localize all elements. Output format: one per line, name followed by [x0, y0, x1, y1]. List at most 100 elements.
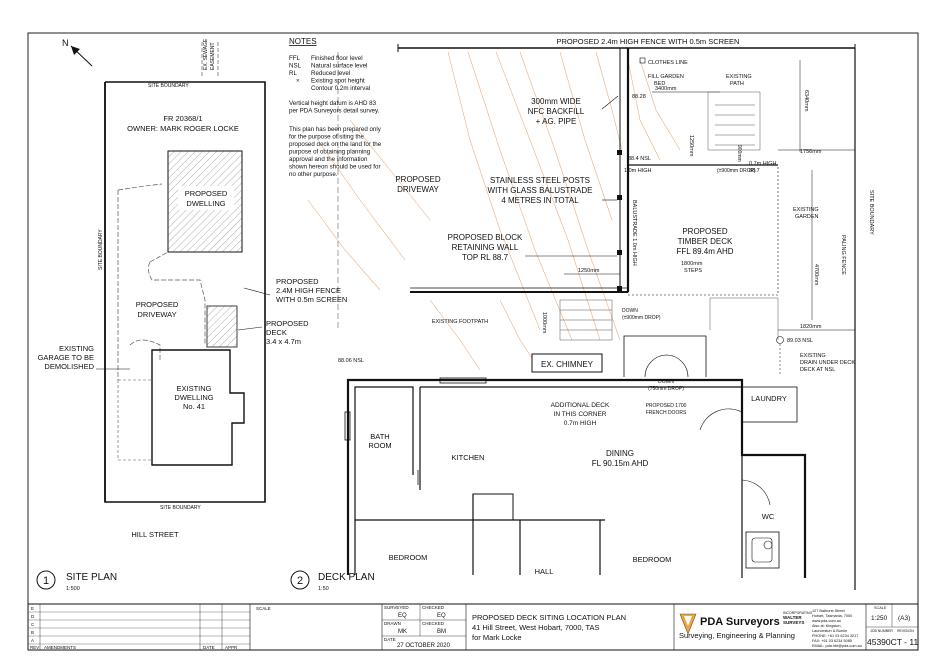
drawing-title: PROPOSED DECK SITING LOCATION PLAN — [472, 613, 626, 622]
contact-line: FAX: +61 03 6234 5085 — [812, 639, 852, 643]
fill-garden-label: BED — [654, 81, 665, 87]
checked2-label: CHECKED — [422, 621, 445, 626]
address-line: Hobart, Tasmania, 7000 — [812, 614, 852, 618]
nsl-8806: 88.06 NSL — [338, 358, 364, 364]
door-swing-icon — [699, 408, 743, 431]
owner-name: OWNER: MARK ROGER LOCKE — [127, 124, 239, 133]
rl-8903: 89.03 NSL — [787, 338, 813, 344]
sheet-size: (A3) — [898, 615, 910, 622]
company-logo-icon — [679, 613, 697, 635]
existing-dwelling-label: DWELLING — [174, 393, 213, 402]
contour-lines — [307, 51, 681, 371]
view-title: DECK PLAN — [318, 572, 375, 583]
deck-driveway-label: PROPOSED — [395, 175, 441, 184]
rev-letter: B — [31, 630, 34, 635]
view-title: SITE PLAN — [66, 572, 117, 583]
dim-900: 900mm — [736, 145, 742, 162]
additional-deck-label: ADDITIONAL DECK — [551, 402, 610, 409]
abbr-text: Reduced level — [311, 70, 350, 77]
notes-heading: NOTES — [289, 37, 317, 46]
driveway-label: DRIVEWAY — [137, 310, 176, 319]
rl-887: 88.7 — [749, 168, 760, 174]
garage-label: GARAGE TO BE — [38, 353, 94, 362]
down-label: (750mm DROP) — [648, 386, 684, 392]
fill-garden-label: FILL GARDEN — [648, 74, 684, 80]
abbr-code: FFL — [289, 55, 301, 62]
title-block: E D C B A REV AMENDMENTS DATE APPR SCALE… — [27, 603, 919, 651]
room-bathroom: ROOM — [368, 441, 391, 450]
timber-deck-label: TIMBER DECK — [678, 237, 733, 246]
post — [617, 150, 622, 155]
incorporating-label: INCORPORATING — [783, 611, 813, 615]
abbr-code: × — [296, 78, 300, 85]
existing-garden-label: EXISTING — [793, 207, 819, 213]
incorporating-label: SURVEYS — [783, 620, 804, 625]
dim-1756: 1756mm — [800, 149, 822, 155]
retaining-label: TOP RL 88.7 — [462, 253, 509, 262]
purpose-line: shown hereon should be used for — [289, 164, 381, 171]
post — [617, 250, 622, 255]
french-doors-icon — [644, 354, 689, 378]
dim-3400: 3400mm — [655, 86, 677, 92]
existing-dwelling-label: EXISTING — [176, 384, 211, 393]
north-arrow-icon: N — [62, 38, 93, 67]
deck-shape — [206, 305, 238, 348]
dim-6340: 6340mm — [803, 90, 809, 112]
purpose-line: proposed deck on the land for the — [289, 141, 382, 148]
revision-table: E D C B A REV AMENDMENTS DATE APPR SCALE — [28, 604, 271, 650]
steps-label: STEPS — [684, 268, 702, 274]
existing-path-label: PATH — [730, 81, 744, 87]
down-label: (±900mm DROP) — [622, 315, 661, 321]
site-boundary-bottom: SITE BOUNDARY — [160, 505, 201, 511]
existing-dwelling-shape — [151, 349, 245, 466]
revision-header: REVISION — [897, 629, 914, 633]
contact-line: EMAIL: pda.hbt@pda.com.au — [812, 644, 862, 648]
site-boundary-side: SITE BOUNDARY — [98, 229, 104, 270]
owner-ref: FR 20368/1 — [163, 114, 202, 123]
room-bedroom: BEDROOM — [633, 555, 672, 564]
contact-line: PHONE: +61 03 6234 3217 — [812, 634, 858, 638]
company-address: 127 Bathurst Street Hobart, Tasmania, 70… — [812, 609, 862, 648]
existing-garden-label: GARDEN — [795, 214, 819, 220]
down-label: DOWN — [622, 308, 638, 314]
rev-header: APPR — [225, 645, 238, 650]
nsl-884: 88.4 NSL — [628, 156, 651, 162]
drawn-label: DRAWN — [384, 621, 401, 626]
backfill-label: 300mm WIDE — [531, 97, 581, 106]
deck-at-nsl-label: DECK AT NSL — [800, 367, 835, 373]
room-dining: FL 90.15m AHD — [592, 459, 649, 468]
paling-fence-label: PALING FENCE — [840, 235, 846, 275]
post — [617, 286, 622, 291]
drawing-title: 41 Hill Street, West Hobart, 7000, TAS — [472, 623, 600, 632]
easement-label: EX. SEWAGE — [203, 38, 209, 70]
surveyed-label: SURVEYED — [384, 605, 409, 610]
site-boundary-line — [104, 81, 266, 503]
deck-label: DECK — [266, 328, 287, 337]
purpose-line: approval and the information — [289, 156, 368, 163]
dim-1250b: 1250mm — [578, 268, 600, 274]
dim-4700: 4700mm — [813, 264, 819, 286]
door-swing-icon — [741, 479, 771, 506]
drop-label: (±900mm DROP) — [717, 168, 756, 174]
view-number: 1 — [43, 575, 49, 587]
view-number: 2 — [297, 575, 303, 587]
signature-box: SURVEYED EQ CHECKED EQ DRAWN MK CHECKED … — [381, 604, 467, 650]
purpose-line: purpose of obtaining planning — [289, 149, 371, 156]
abbr-text: Finished floor level — [311, 55, 363, 62]
timber-deck-label: PROPOSED — [682, 227, 728, 236]
incorporating-label: WALTER — [783, 615, 802, 620]
drawing-title: for Mark Locke — [472, 633, 522, 642]
top-fence-label: PROPOSED 2.4m HIGH FENCE WITH 0.5m SCREE… — [557, 37, 740, 46]
room-laundry: LAUNDRY — [751, 394, 787, 403]
rev-letter: E — [31, 606, 34, 611]
rev-letter: A — [31, 638, 34, 643]
high-07: 0.7m HIGH — [749, 161, 777, 167]
view-number-circle — [36, 570, 56, 590]
room-hall: HALL — [535, 567, 554, 576]
rl-8828: 88.28 — [632, 94, 646, 100]
stainless-label: STAINLESS STEEL POSTS — [490, 176, 590, 185]
date-label: DATE — [384, 637, 396, 642]
chimney-label: EX. CHIMNEY — [541, 360, 594, 369]
deck-label: PROPOSED — [266, 319, 309, 328]
checked-label: CHECKED — [422, 605, 445, 610]
